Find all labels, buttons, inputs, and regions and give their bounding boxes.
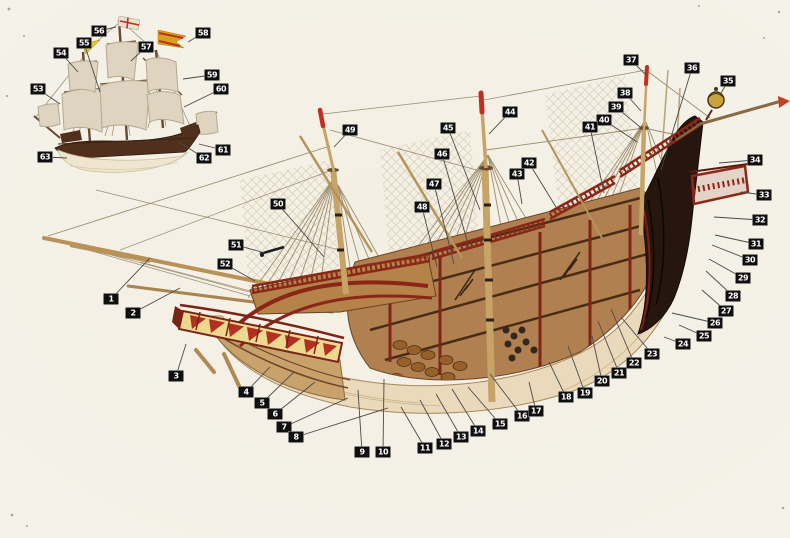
inset-ship-illustration bbox=[33, 15, 219, 173]
leader-line-46 bbox=[441, 153, 470, 248]
leader-line-8 bbox=[295, 407, 389, 438]
leader-line-18 bbox=[548, 361, 567, 398]
leader-line-14 bbox=[451, 388, 479, 432]
leader-line-1 bbox=[110, 257, 151, 300]
companion-ladders bbox=[454, 251, 581, 301]
leader-line-10 bbox=[382, 378, 385, 453]
leader-line-13 bbox=[435, 393, 462, 438]
beakhead bbox=[172, 303, 345, 390]
film-grain-specks bbox=[5, 5, 785, 527]
inset-hull bbox=[54, 122, 201, 173]
leader-line-20 bbox=[591, 335, 603, 382]
leader-line-48 bbox=[421, 206, 438, 268]
stern-hull bbox=[637, 115, 704, 335]
leader-line-32 bbox=[713, 216, 761, 221]
stern-gallery bbox=[689, 163, 750, 206]
leader-line-23 bbox=[620, 316, 653, 355]
leader-line-41 bbox=[589, 126, 605, 194]
leader-line-7 bbox=[283, 397, 349, 428]
main-ship-illustration bbox=[42, 65, 790, 414]
leader-line-42 bbox=[528, 162, 557, 208]
leader-line-55 bbox=[83, 42, 101, 93]
stern-outrigger bbox=[675, 96, 790, 141]
leader-line-45 bbox=[447, 127, 481, 211]
pavese-triangles bbox=[190, 315, 337, 356]
foremast bbox=[298, 107, 374, 295]
leader-line-2 bbox=[132, 287, 181, 314]
leader-line-19 bbox=[567, 345, 586, 394]
leader-line-36 bbox=[660, 67, 693, 171]
rigging bbox=[47, 69, 711, 305]
leader-line-11 bbox=[400, 406, 426, 449]
leader-line-21 bbox=[597, 320, 620, 374]
leader-line-47 bbox=[433, 183, 455, 265]
mainmast bbox=[396, 90, 603, 403]
mizzenmast bbox=[638, 65, 649, 236]
stern-lantern bbox=[705, 87, 725, 121]
cannonballs bbox=[502, 326, 538, 362]
leader-line-9 bbox=[357, 389, 363, 453]
leader-line-12 bbox=[419, 399, 445, 445]
leader-line-22 bbox=[610, 308, 635, 364]
cutaway-interior bbox=[346, 187, 673, 381]
leader-line-16 bbox=[489, 373, 523, 417]
leader-line-50 bbox=[277, 203, 325, 258]
masts bbox=[298, 65, 649, 403]
leader-line-15 bbox=[467, 386, 501, 425]
